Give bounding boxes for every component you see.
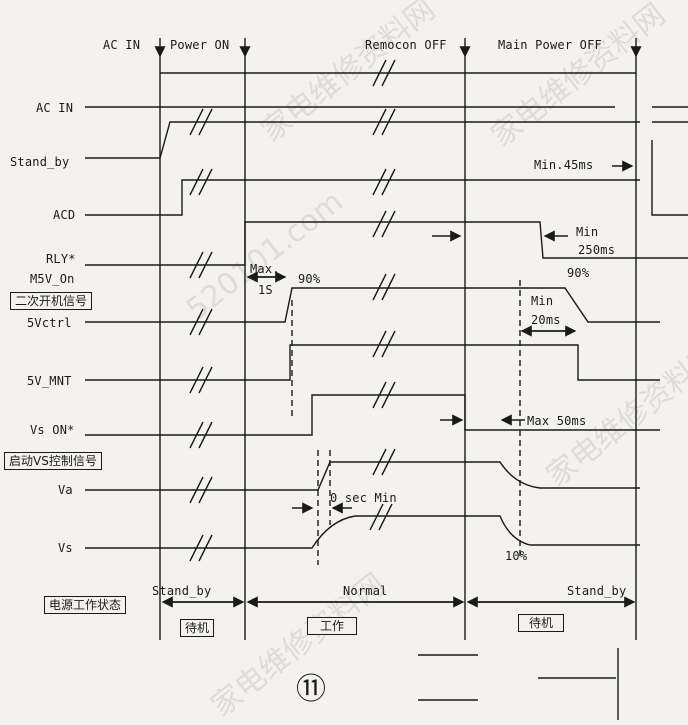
wave-va [85,461,640,491]
signal-5v-mnt: 5V_MNT [27,374,72,388]
state-stand-by-1: Stand_by [152,584,212,598]
event-power-on: Power ON [170,38,230,52]
annot-0-sec-min: 0 sec Min [330,491,397,505]
signal-acd: ACD [53,208,76,222]
signal-rly: RLY* [46,252,76,266]
signal-m5v-on: M5V_On [30,272,75,286]
figure-number: ⑪ [296,672,327,707]
annot-max: Max. [250,262,280,276]
signal-stand-by: Stand_by [10,155,70,169]
wave-acd [85,179,640,216]
state-cn-standby-2: 待机 [518,614,565,632]
annot-min-45ms: Min.45ms [534,158,594,172]
event-remocon-off: Remocon OFF [365,38,447,52]
annot-max-50ms: Max 50ms [527,414,587,428]
wave-5v-mnt [85,344,660,381]
power-state-label: 电源工作状态 [44,596,127,614]
annot-10-pct: 10% [505,549,528,563]
wave-stand-by [85,121,640,159]
annot-min-250ms-b: 250ms [578,243,616,257]
event-ac-in: AC IN [103,38,141,52]
wave-rly [85,221,688,266]
state-stand-by-2: Stand_by [567,584,627,598]
signal-5vctrl: 5Vctrl [27,316,72,330]
annot-1s: 1S [258,283,273,297]
state-cn-standby-1: 待机 [180,619,215,637]
wave-vs [85,515,640,549]
break-marks [189,59,396,562]
signal-vs: Vs [58,541,73,555]
wave-5vctrl [85,287,660,323]
signal-va: Va [58,483,73,497]
secondary-on-signal-box: 二次开机信号 [10,292,93,310]
state-normal: Normal [343,584,388,598]
annot-90-pct-a: 90% [298,272,321,286]
annot-min-20ms-a: Min [531,294,554,308]
signal-ac-in: AC IN [36,101,74,115]
annot-min-20ms-b: 20ms [531,313,561,327]
annot-90-pct-b: 90% [567,266,590,280]
state-cn-work: 工作 [307,617,358,635]
event-main-power-off: Main Power OFF [498,38,602,52]
signal-vs-on: Vs ON* [30,423,75,437]
vs-control-signal-box: 启动VS控制信号 [4,452,102,470]
annot-min-250ms-a: Min [576,225,599,239]
